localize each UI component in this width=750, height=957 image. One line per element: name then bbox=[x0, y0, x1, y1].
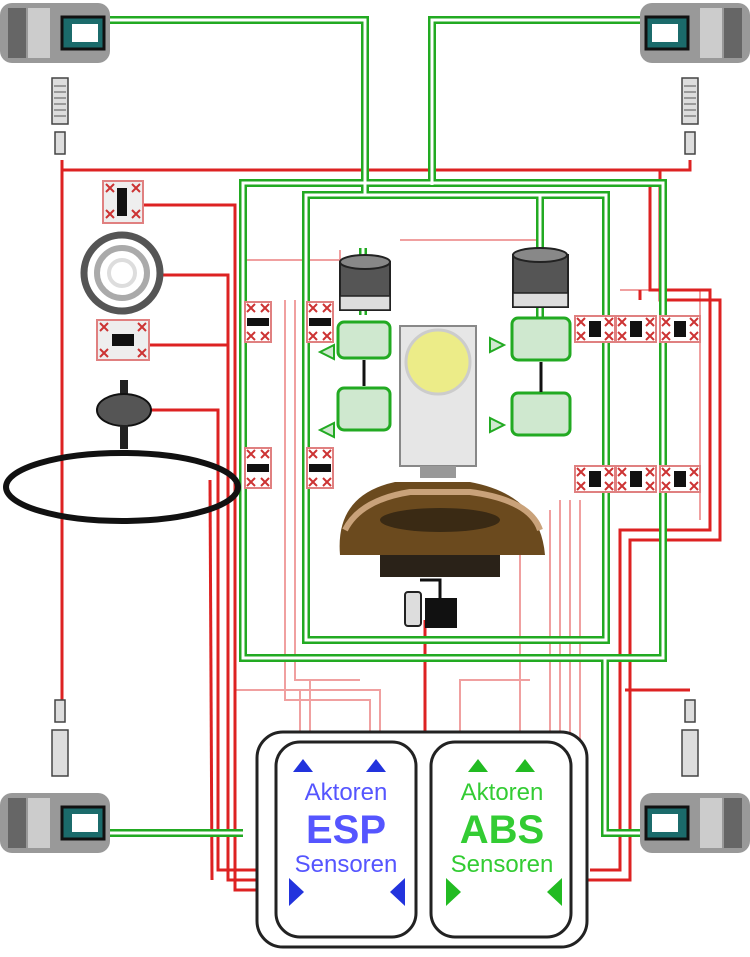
inlet-valve-icon bbox=[244, 301, 272, 343]
abs-control-unit bbox=[429, 740, 573, 939]
yaw-rate-sensor-icon bbox=[102, 180, 144, 224]
abs-actuator-arrow-icon bbox=[468, 759, 488, 772]
brake-light-switch-icon bbox=[404, 578, 457, 628]
esp-actuators-label: Aktoren bbox=[305, 779, 388, 806]
hydraulic-pump-icon bbox=[339, 254, 391, 311]
wheel-speed-sensor-icon bbox=[51, 77, 69, 155]
brake-booster-icon bbox=[339, 482, 545, 577]
esp-control-unit bbox=[274, 740, 418, 939]
esp-title: ESP bbox=[306, 808, 386, 852]
abs-sensors-label: Sensoren bbox=[451, 851, 554, 878]
abs-actuator-arrow-icon bbox=[515, 759, 535, 772]
esp-sensor-arrow-icon bbox=[289, 878, 304, 906]
wheel-speed-sensor-icon bbox=[681, 699, 699, 777]
wheel-front-right-icon bbox=[638, 1, 750, 65]
master-cylinder-icon bbox=[80, 231, 164, 315]
outlet-valve-icon bbox=[659, 465, 701, 493]
outlet-valve-icon bbox=[306, 301, 334, 343]
hydraulic-lines bbox=[108, 16, 667, 837]
wheel-rear-left-icon bbox=[0, 791, 112, 855]
esp-actuator-arrow-icon bbox=[293, 759, 313, 772]
brake-fluid-reservoir-icon bbox=[399, 325, 477, 478]
wheel-rear-right-icon bbox=[638, 791, 750, 855]
inlet-valve-icon bbox=[659, 315, 701, 343]
wheel-speed-sensor-icon bbox=[681, 77, 699, 155]
abs-sensor-arrow-icon bbox=[547, 878, 562, 906]
steering-angle-sensor-icon bbox=[96, 380, 152, 449]
abs-actuators-label: Aktoren bbox=[461, 779, 544, 806]
acceleration-sensor-icon bbox=[96, 319, 150, 361]
hydraulic-pump-icon bbox=[512, 247, 569, 308]
wheel-front-left-icon bbox=[0, 1, 112, 65]
inlet-valve-icon bbox=[615, 315, 657, 343]
inlet-valve-icon bbox=[574, 315, 616, 343]
accumulator-icon bbox=[336, 316, 572, 437]
outlet-valve-icon bbox=[615, 465, 657, 493]
abs-title: ABS bbox=[460, 808, 544, 852]
esp-sensor-arrow-icon bbox=[390, 878, 405, 906]
steering-wheel-icon bbox=[3, 450, 241, 524]
esp-actuator-arrow-icon bbox=[366, 759, 386, 772]
abs-sensor-arrow-icon bbox=[446, 878, 461, 906]
outlet-valve-icon bbox=[306, 447, 334, 489]
outlet-valve-icon bbox=[574, 465, 616, 493]
inlet-valve-icon bbox=[244, 447, 272, 489]
wheel-speed-sensor-icon bbox=[51, 699, 69, 777]
esp-sensors-label: Sensoren bbox=[295, 851, 398, 878]
